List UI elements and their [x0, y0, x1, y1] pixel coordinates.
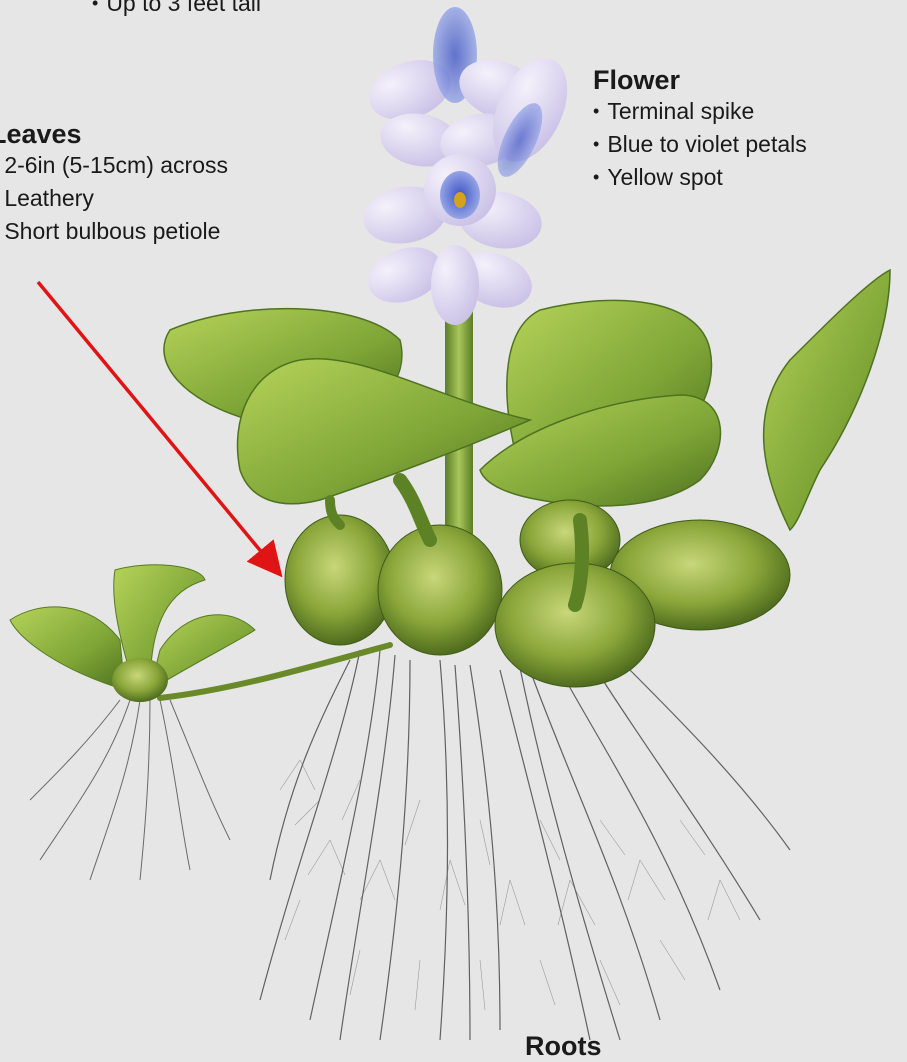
leaves-bullet-list: 2-6in (5-15cm) across Leathery Short bul… — [0, 150, 228, 249]
flower-bullet: Blue to violet petals — [593, 129, 807, 162]
leaves-bullet: Short bulbous petiole — [0, 216, 228, 249]
flower-title: Flower — [593, 64, 807, 96]
main-roots — [260, 650, 790, 1040]
habit-bullet-list: Up to 3 feet tall — [92, 0, 261, 21]
leaves-title: Leaves — [0, 118, 228, 150]
habit-bullet: Up to 3 feet tall — [92, 0, 261, 21]
flower-label-block: Flower Terminal spike Blue to violet pet… — [593, 64, 807, 195]
leaves-label-block: Leaves 2-6in (5-15cm) across Leathery Sh… — [0, 118, 228, 249]
roots-label-block: Roots — [525, 1030, 602, 1062]
leaves-bullet: Leathery — [0, 183, 228, 216]
flower-bullet-list: Terminal spike Blue to violet petals Yel… — [593, 96, 807, 195]
habit-label-block: Up to 3 feet tall — [92, 0, 261, 21]
yellow-spot — [454, 192, 466, 208]
offshoot-plant — [10, 565, 255, 702]
roots-title: Roots — [525, 1030, 602, 1062]
leaves-bullet: 2-6in (5-15cm) across — [0, 150, 228, 183]
flower-spike — [359, 7, 582, 325]
flower-bullet: Terminal spike — [593, 96, 807, 129]
offshoot-roots — [30, 700, 230, 880]
main-root-hairs — [280, 760, 740, 1010]
flower-bullet: Yellow spot — [593, 162, 807, 195]
lower-flower — [359, 154, 546, 325]
